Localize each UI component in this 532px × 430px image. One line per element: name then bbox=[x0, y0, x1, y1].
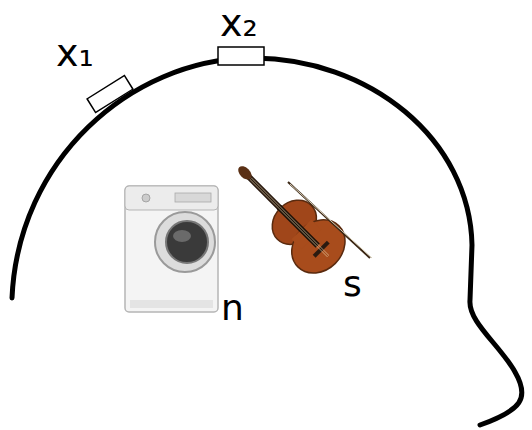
violin-bow-hair bbox=[290, 184, 372, 258]
sensor-label: x₁ bbox=[56, 34, 94, 72]
noise-label: n bbox=[221, 290, 244, 326]
head-outline bbox=[12, 58, 522, 425]
sensor-label: x₂ bbox=[220, 4, 258, 42]
sensor-box bbox=[87, 76, 133, 113]
violin bbox=[219, 147, 356, 284]
sensor-box bbox=[218, 47, 264, 65]
source-label: s bbox=[343, 266, 362, 302]
washing-machine bbox=[125, 186, 218, 312]
